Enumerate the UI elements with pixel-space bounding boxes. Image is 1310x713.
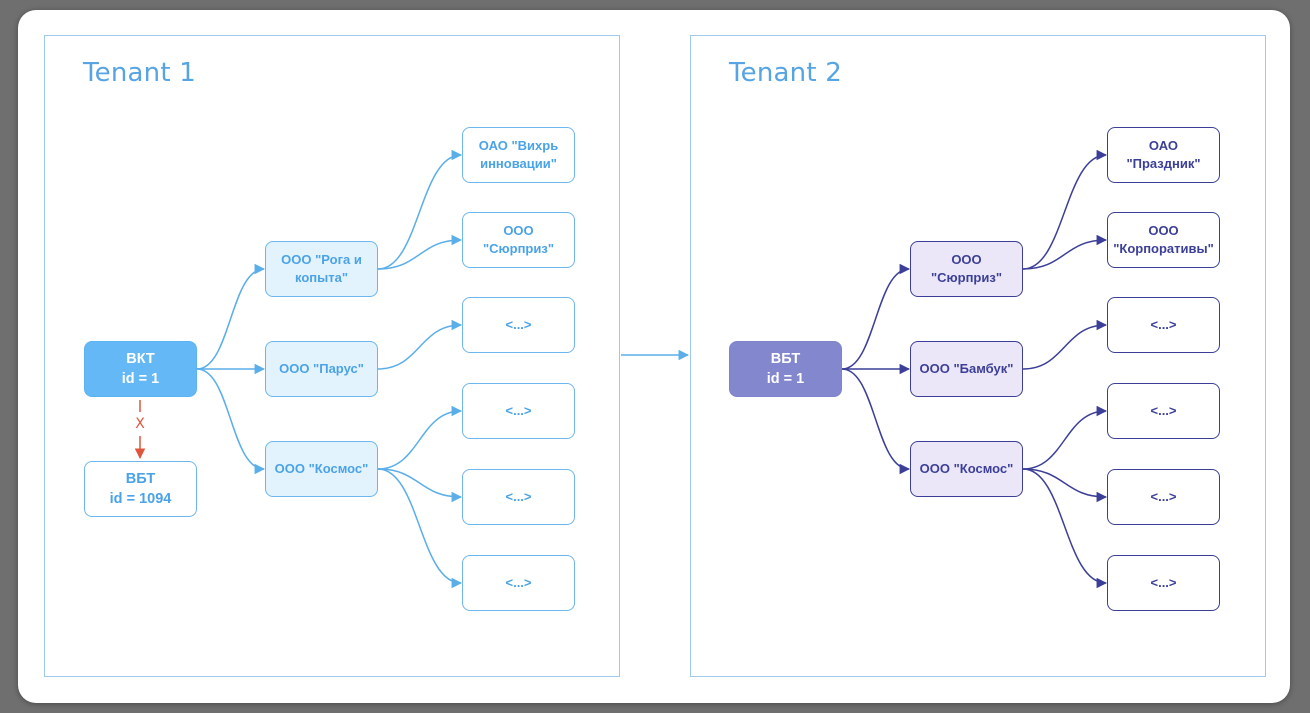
tenant1-title: Tenant 1 [83, 58, 196, 88]
tenant2-leaf-node: <...> [1107, 469, 1220, 525]
tenant1-org-to-leaf-link [377, 468, 463, 503]
tenant1-vbt-id: id = 1094 [109, 491, 172, 507]
tenant1-leaf-node: <...> [462, 383, 575, 439]
tenant2-org-to-leaf-link [1022, 149, 1108, 270]
tenant2-title: Tenant 2 [729, 58, 842, 88]
tenant2-org-node: ООО "Космос" [910, 441, 1023, 497]
tenant2-root-to-org-link [841, 263, 911, 370]
tenant2-leaf-node: <...> [1107, 383, 1220, 439]
tenant1-org-to-leaf-link [377, 468, 463, 589]
tenant2-leaf-node: <...> [1107, 555, 1220, 611]
tenant2-org-to-leaf-link [1022, 405, 1108, 470]
tenant2-root-to-org-link [841, 368, 911, 475]
blocked-link-x-label: X [135, 416, 145, 432]
tenant2-org-node: ООО "Бамбук" [910, 341, 1023, 397]
tenant1-leaf-node: ОАО "Вихрь инновации" [462, 127, 575, 183]
tenant2-root-node: ВБТ id = 1 [729, 341, 842, 397]
tenant1-leaf-node: ООО "Сюрприз" [462, 212, 575, 268]
tenant2-leaf-node: <...> [1107, 297, 1220, 353]
tenant2-leaf-node: ООО "Корпоративы" [1107, 212, 1220, 268]
tenant1-org-to-leaf-link [377, 319, 463, 370]
tenant2-org-node: ООО "Сюрприз" [910, 241, 1023, 297]
tenant1-org-node: ООО "Космос" [265, 441, 378, 497]
tenant1-org-to-leaf-link [377, 234, 463, 270]
tenant1-leaf-node: <...> [462, 297, 575, 353]
tenant2-org-to-leaf-link [1022, 319, 1108, 370]
tenant1-root-name: ВКТ [126, 351, 155, 367]
tenant1-org-to-leaf-link [377, 149, 463, 270]
tenant1-root-to-org-link [196, 263, 266, 370]
tenant1-org-node: ООО "Рога и копыта" [265, 241, 378, 297]
tenant1-org-to-leaf-link [377, 405, 463, 470]
tenant1-root-to-org-link [196, 368, 266, 475]
tenant1-root-id: id = 1 [121, 371, 160, 387]
tenant2-org-to-leaf-link [1022, 468, 1108, 589]
tenant1-org-node: ООО "Парус" [265, 341, 378, 397]
tenant2-root-name: ВБТ [770, 351, 801, 367]
tenant1-vbt-node: ВБТ id = 1094 [84, 461, 197, 517]
tenant1-leaf-node: <...> [462, 469, 575, 525]
tenant2-leaf-node: ОАО "Праздник" [1107, 127, 1220, 183]
tenant2-org-to-leaf-link [1022, 468, 1108, 503]
tenant2-root-id: id = 1 [766, 371, 805, 387]
tenant1-root-node: ВКТ id = 1 [84, 341, 197, 397]
tenant2-org-to-leaf-link [1022, 234, 1108, 270]
tenant1-vbt-name: ВБТ [125, 471, 156, 487]
tenant1-leaf-node: <...> [462, 555, 575, 611]
